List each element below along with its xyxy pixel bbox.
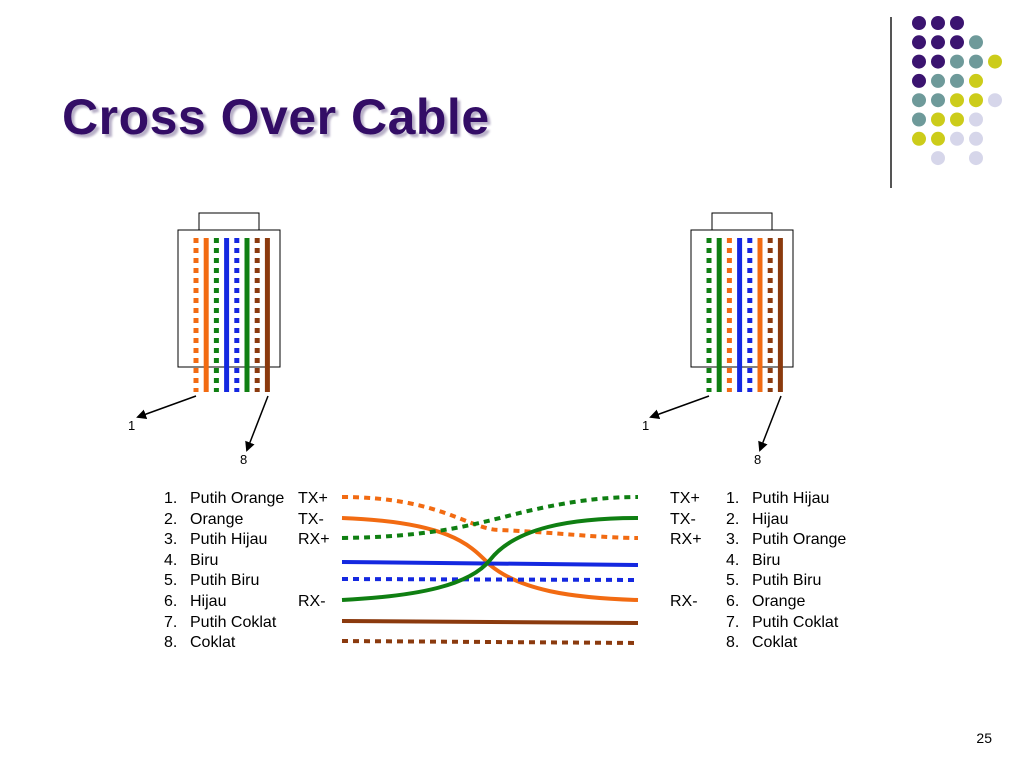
signal-label: TX- — [298, 510, 324, 528]
list-item: 1.Putih Hijau — [726, 490, 830, 507]
wire-blue — [341, 560, 639, 567]
wire-green — [341, 516, 639, 602]
right-pin1-label: 1 — [642, 418, 650, 433]
list-item: 6.Orange — [726, 592, 806, 610]
decorative-dot — [950, 112, 964, 127]
decorative-dot — [931, 151, 945, 166]
decorative-dot — [969, 151, 983, 166]
decorative-dot — [950, 93, 964, 108]
decorative-dot — [912, 16, 926, 30]
signal-label — [670, 551, 702, 572]
decorative-divider — [890, 17, 892, 188]
list-item: 7.Putih Coklat — [164, 613, 277, 631]
right-wire-list: 1.Putih Hijau 2.Hijau 3.Putih Orange 4.B… — [726, 489, 846, 654]
wire-white-green — [341, 495, 639, 540]
left-pin1-label: 1 — [128, 418, 136, 433]
right-pin8-label: 8 — [754, 452, 762, 467]
decorative-dot — [950, 35, 964, 50]
list-item: 1.Putih Orange — [164, 490, 285, 507]
signal-label: TX+ — [298, 490, 328, 507]
decorative-dot — [912, 93, 926, 108]
decorative-dot — [969, 73, 983, 88]
left-signal-labels: TX+ TX- RX+ RX- — [298, 489, 330, 654]
decorative-dot — [950, 16, 964, 30]
decorative-dot — [988, 54, 1002, 69]
list-item: 5.Putih Biru — [164, 572, 260, 590]
left-pin8-arrow — [245, 395, 269, 452]
signal-label: TX- — [670, 510, 696, 528]
decorative-dot — [912, 131, 926, 146]
decorative-dot — [931, 35, 945, 50]
list-item: 2.Orange — [164, 510, 244, 528]
list-item: 7.Putih Coklat — [726, 613, 839, 631]
decorative-dot — [931, 93, 945, 108]
signal-label — [298, 551, 330, 572]
wire-white-brown — [341, 639, 639, 645]
left-rj45-connector — [177, 212, 281, 392]
decorative-dot — [912, 112, 926, 127]
right-pin1-arrow — [649, 395, 710, 419]
connector-clip — [711, 212, 773, 231]
slide-title: Cross Over Cable — [62, 89, 490, 145]
wire-white-blue — [341, 577, 639, 582]
decorative-dot — [912, 54, 926, 69]
list-item: 3.Putih Hijau — [164, 531, 268, 549]
decorative-dot — [950, 131, 964, 146]
right-rj45-connector — [690, 212, 794, 392]
list-item: 3.Putih Orange — [726, 531, 847, 549]
slide-number: 25 — [976, 730, 992, 746]
left-pin8-label: 8 — [240, 452, 248, 467]
list-item: 8.Coklat — [726, 634, 798, 652]
decorative-dot-grid — [912, 16, 1002, 166]
decorative-dot — [969, 54, 983, 69]
signal-label — [298, 613, 330, 634]
list-item: 5.Putih Biru — [726, 572, 822, 590]
decorative-dot — [931, 54, 945, 69]
decorative-dot — [931, 16, 945, 30]
list-item: 8.Coklat — [164, 634, 236, 652]
decorative-dot — [988, 93, 1002, 108]
decorative-dot — [931, 73, 945, 88]
decorative-dot — [931, 112, 945, 127]
wire-brown — [341, 619, 639, 625]
decorative-dot — [950, 54, 964, 69]
list-item: 4.Biru — [164, 551, 219, 569]
list-item: 2.Hijau — [726, 510, 789, 528]
signal-label — [670, 613, 702, 634]
decorative-dot — [969, 112, 983, 127]
signal-label: RX- — [670, 592, 698, 610]
decorative-dot — [931, 131, 945, 146]
right-pin8-arrow — [758, 395, 782, 452]
right-signal-labels: TX+ TX- RX+ RX- — [670, 489, 702, 654]
wire-white-orange — [341, 495, 639, 540]
decorative-dot — [912, 73, 926, 88]
signal-label: RX+ — [298, 531, 330, 549]
decorative-dot — [950, 73, 964, 88]
decorative-dot — [912, 35, 926, 50]
decorative-dot — [969, 131, 983, 146]
signal-label — [670, 633, 702, 654]
list-item: 4.Biru — [726, 551, 781, 569]
decorative-dot — [969, 35, 983, 50]
signal-label — [298, 633, 330, 654]
left-pin1-arrow — [136, 395, 197, 419]
signal-label — [298, 571, 330, 592]
connector-clip — [198, 212, 260, 231]
left-wire-list: 1.Putih Orange 2.Orange 3.Putih Hijau 4.… — [164, 489, 284, 654]
decorative-dot — [969, 93, 983, 108]
signal-label: RX+ — [670, 531, 702, 549]
list-item: 6.Hijau — [164, 592, 227, 610]
signal-label: TX+ — [670, 490, 700, 507]
signal-label: RX- — [298, 592, 326, 610]
signal-label — [670, 571, 702, 592]
